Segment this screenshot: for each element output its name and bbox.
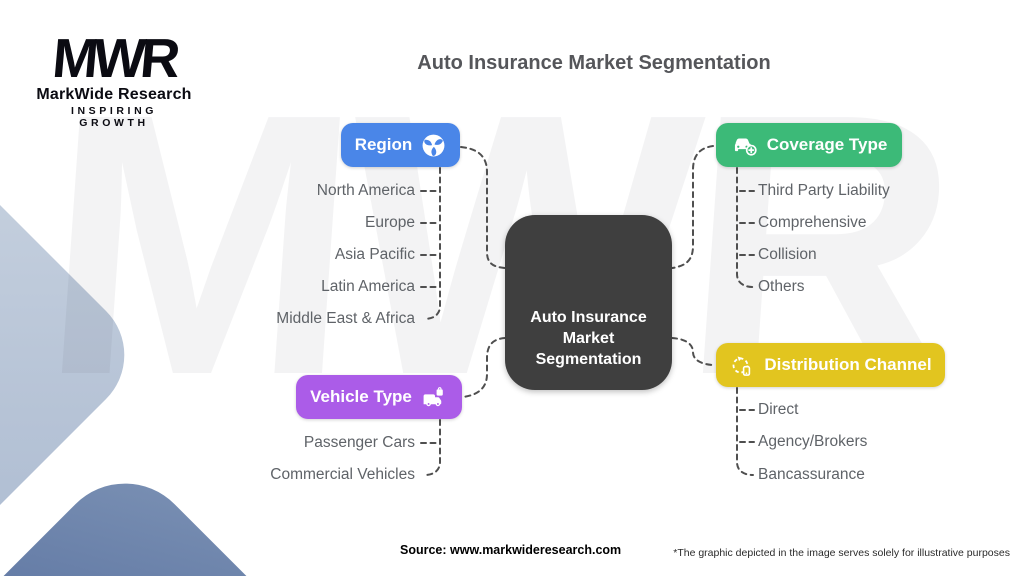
- branch-node-coverage-type: Coverage Type: [716, 123, 902, 167]
- list-item-region: Europe: [365, 214, 415, 231]
- logo-acronym: MWR: [50, 27, 179, 89]
- brand-logo: MWR MarkWide Research INSPIRING GROWTH: [36, 27, 192, 129]
- branch-node-vehicle-type: Vehicle Type: [296, 375, 462, 419]
- list-item-region: Asia Pacific: [334, 246, 415, 263]
- list-item-region: Latin America: [321, 278, 415, 295]
- page-title: Auto Insurance Market Segmentation: [417, 52, 771, 74]
- car-plus-icon: [731, 133, 758, 158]
- list-item-distribution: Bancassurance: [758, 466, 865, 483]
- list-item-region: Middle East & Africa: [276, 310, 415, 327]
- logo-tagline: INSPIRING GROWTH: [70, 104, 158, 129]
- list-item-region: North America: [316, 182, 415, 199]
- delivery-truck-icon: [421, 385, 448, 410]
- source-text: Source: www.markwideresearch.com: [400, 543, 622, 557]
- list-item-coverage: Comprehensive: [758, 214, 867, 231]
- branch-node-region: Region: [341, 123, 460, 167]
- list-item-vehicle: Passenger Cars: [303, 434, 415, 451]
- logo-name: MarkWide Research: [36, 85, 192, 103]
- branch-node-distribution-channel: Distribution Channel: [716, 343, 945, 387]
- central-topic-label: Auto Insurance Market Segmentation: [530, 309, 647, 368]
- list-item-coverage: Others: [758, 278, 805, 295]
- central-topic-node: Auto Insurance Market Segmentation: [505, 215, 672, 390]
- globe-icon: [421, 133, 446, 158]
- branch-node-label: Coverage Type: [766, 135, 888, 154]
- list-item-distribution: Agency/Brokers: [758, 433, 868, 450]
- branch-node-label: Distribution Channel: [764, 355, 932, 374]
- list-item-vehicle: Commercial Vehicles: [270, 466, 415, 483]
- list-item-distribution: Direct: [758, 401, 799, 418]
- list-item-coverage: Third Party Liability: [758, 182, 890, 199]
- list-item-coverage: Collision: [758, 246, 817, 263]
- branch-node-label: Region: [354, 135, 413, 154]
- disclaimer-text: *The graphic depicted in the image serve…: [673, 547, 1010, 559]
- branch-node-label: Vehicle Type: [310, 387, 412, 406]
- distribution-cycle-icon: [729, 353, 755, 378]
